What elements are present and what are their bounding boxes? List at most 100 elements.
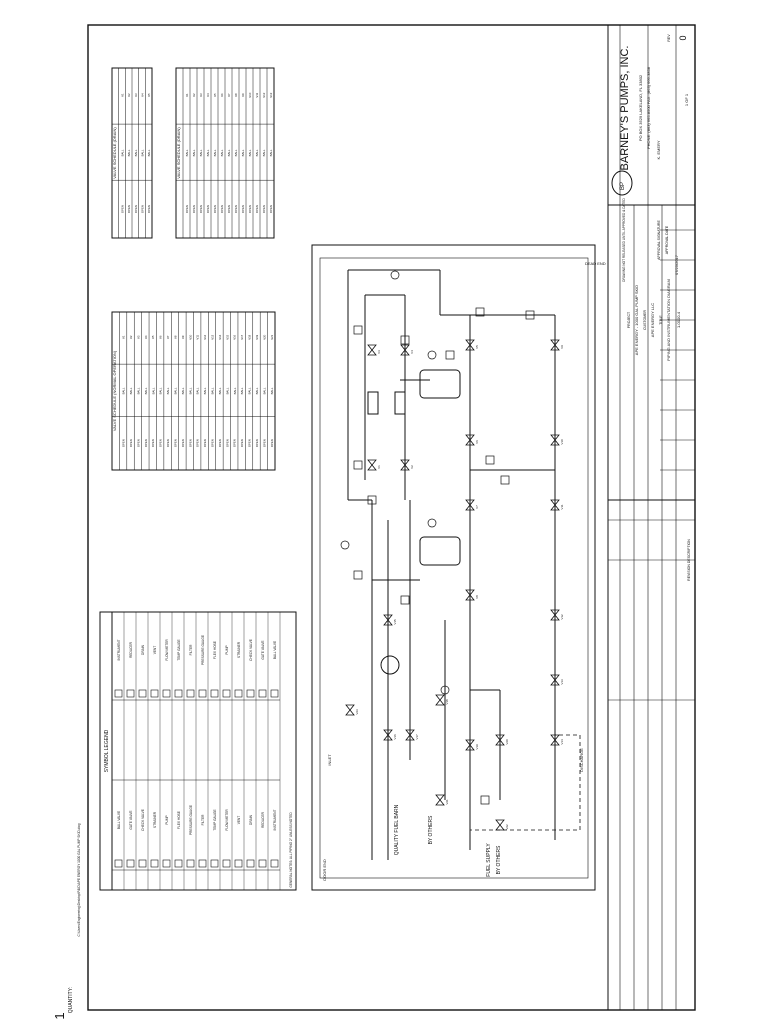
- valve-label: V6: [475, 440, 479, 444]
- legend-note: GENERAL NOTES: ALL PIPING 2" UNLESS NOTE…: [289, 812, 293, 888]
- valve-symbol: [550, 499, 560, 511]
- legend-item: FILTER: [189, 644, 193, 655]
- valve-symbol: [550, 674, 560, 686]
- legend-item: FILTER: [201, 814, 205, 825]
- customer-name: APE ENERGY LLC: [650, 303, 655, 337]
- valve-label: V14: [560, 739, 564, 745]
- discharge-label: DISCHARGE: [579, 748, 584, 772]
- table-cell: OPEN: [127, 205, 131, 213]
- legend-item: INSTRUMENT: [117, 640, 121, 661]
- legend-item: FLOW METER: [225, 809, 229, 831]
- table-cell: OPEN: [213, 205, 217, 213]
- inlet-label: INLET: [327, 754, 332, 766]
- table-cell: BALL: [121, 149, 125, 156]
- legend-title: SYMBOL LEGEND: [104, 729, 110, 772]
- legend-item: INSTRUMENT: [273, 810, 277, 831]
- valve-label: V1: [377, 465, 381, 469]
- legend-symbol: [174, 689, 183, 698]
- table-cell: V15: [225, 334, 229, 339]
- table-cell: V2: [127, 93, 131, 97]
- table-cell: V8: [173, 335, 177, 339]
- table-cell: BALL: [211, 387, 215, 394]
- legend-item: FLEX HOSE: [213, 641, 217, 659]
- dashed-line: [469, 734, 581, 831]
- door-end-label: DOOR END: [322, 859, 327, 881]
- instrument-box: [475, 307, 485, 317]
- approval-label: APPROVAL SIGNATURE: [657, 220, 661, 260]
- table-cell: V20: [262, 334, 266, 339]
- valve-symbol: [550, 609, 560, 621]
- pump: [380, 655, 400, 675]
- instrument-box: [500, 475, 510, 485]
- legend-item: PUMP: [165, 815, 169, 824]
- table-cell: OPEN: [196, 439, 200, 447]
- table-cell: V4: [144, 335, 148, 339]
- instrument-box: [480, 795, 490, 805]
- drawing-date: 07/25/2017: [674, 254, 679, 275]
- legend-symbol: [222, 689, 231, 698]
- company-address: PO BOX 3529 LAKELAND, FL 33802: [638, 74, 643, 141]
- table-cell: BALL: [240, 387, 244, 394]
- approval-date: APPROVAL DATE: [665, 225, 669, 254]
- legend-symbol: [186, 689, 195, 698]
- revision-number: 0: [678, 35, 688, 40]
- legend-symbol: [114, 689, 123, 698]
- table-cell: OPEN: [241, 205, 245, 213]
- table-cell: OPEN: [206, 205, 210, 213]
- table-cell: BALL: [262, 387, 266, 394]
- legend-symbol: [162, 689, 171, 698]
- instrument-box: [353, 570, 363, 580]
- legend-symbol: [210, 689, 219, 698]
- rev-label: REV: [667, 34, 671, 42]
- table-cell: V7: [166, 335, 170, 339]
- table-cell: V9: [181, 335, 185, 339]
- valve-symbol: [550, 734, 560, 746]
- table-title: VALVE SCHEDULE (DRAIN): [112, 127, 117, 179]
- table-cell: OPEN: [166, 439, 170, 447]
- legend-item: GATE VALVE: [261, 640, 265, 659]
- company-logo: [611, 170, 633, 196]
- valve-symbol: [465, 739, 475, 751]
- legend-symbol: [162, 859, 171, 868]
- pressure-gauge: [340, 540, 350, 550]
- table-cell: BALL: [269, 149, 273, 156]
- table-cell: BALL: [241, 149, 245, 156]
- table-cell: V1: [121, 93, 125, 97]
- valve-label: V21: [445, 799, 449, 805]
- table-cell: V16: [233, 334, 237, 339]
- file-path: C:\Users\Engineering\Desktop\P&ID\APE EN…: [77, 823, 81, 936]
- valve-label: V20: [505, 739, 509, 745]
- title-block-frame: [607, 24, 696, 1011]
- source-label-2: BY OTHERS: [428, 815, 434, 844]
- project-name: APE ENERGY - 1000 GAL PUMP SKID: [634, 285, 639, 356]
- table-cell: OPEN: [199, 205, 203, 213]
- legend-item: CHECK VALVE: [141, 809, 145, 831]
- valve-symbol: [400, 459, 410, 471]
- valve-label: V5: [475, 345, 479, 349]
- table-cell: BALL: [129, 387, 133, 394]
- valve-label: V16: [393, 734, 397, 740]
- table-cell: V10: [188, 334, 192, 339]
- table-cell: V10: [248, 92, 252, 97]
- legend-item: DRAIN: [249, 814, 253, 825]
- table-cell: BALL: [255, 149, 259, 156]
- table-cell: V5: [147, 93, 151, 97]
- valve-label: V11: [560, 504, 564, 509]
- table-cell: BALL: [127, 149, 131, 156]
- legend-item: TEMP GAUGE: [177, 639, 181, 660]
- instrument-box: [367, 495, 377, 505]
- instrument-box: [485, 455, 495, 465]
- pressure-gauge: [427, 350, 437, 360]
- table-cell: OPEN: [134, 205, 138, 213]
- valve-symbol: [367, 344, 377, 356]
- legend-item: FLEX HOSE: [177, 811, 181, 829]
- valve-symbol: [383, 614, 393, 626]
- legend-symbol: [150, 859, 159, 868]
- table-cell: V8: [234, 93, 238, 97]
- table-cell: BALL: [227, 149, 231, 156]
- table-cell: OPEN: [188, 439, 192, 447]
- table-cell: V11: [196, 334, 200, 339]
